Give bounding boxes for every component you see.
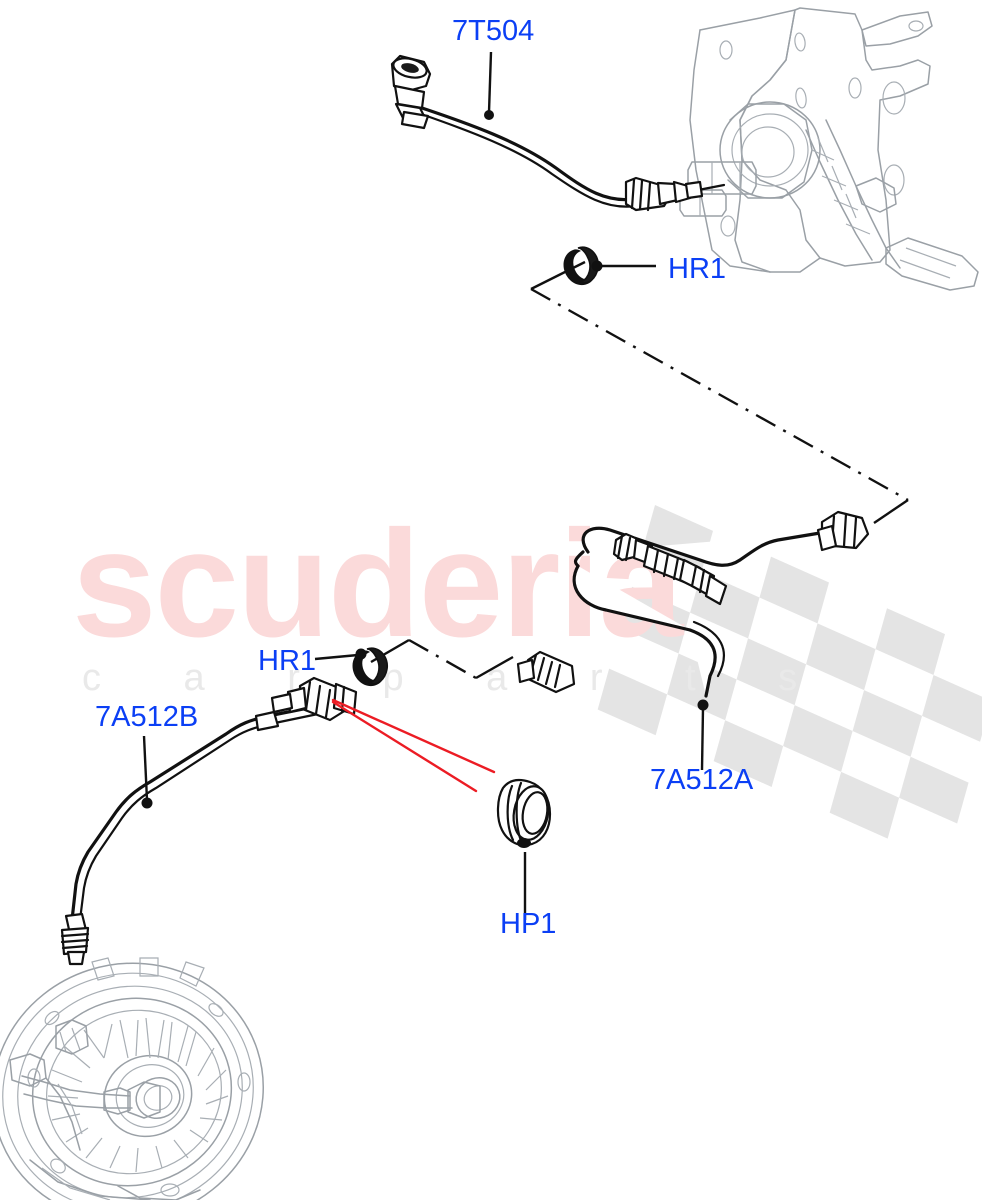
callout-label-hp1[interactable]: HP1 [500,908,556,940]
part-7a512a-hose [516,510,870,698]
callout-label-hr1-lower[interactable]: HR1 [258,645,316,677]
hose-end-fitting-7t504 [390,54,432,130]
hose-coupling-7t504 [624,176,692,212]
part-hp1-bush [496,778,552,848]
tube-end-fitting-7a512b [60,912,90,966]
callout-label-7a512a[interactable]: 7A512A [650,764,754,796]
callout-label-hr1-upper[interactable]: HR1 [668,253,726,285]
callout-label-7t504[interactable]: 7T504 [452,15,534,47]
red-reference-lines [331,698,496,793]
part-hr1-oring-upper [563,246,600,286]
checkered-flag-icon [597,505,982,839]
part-7t504-hose [390,54,726,212]
clutch-pedal-assembly-ghost [679,7,979,291]
watermark-tagline-text: c a r p a r t s [82,657,833,699]
inline-damper-7a512a [612,532,728,606]
callout-label-7a512b[interactable]: 7A512B [95,701,198,733]
callout-labels: 7T504 HR1 HR1 7A512B 7A512A HP1 [95,15,754,940]
hose-end-fitting-7a512a-right [816,510,870,552]
hose-sleeve-7a512a-left [516,650,576,694]
clutch-pressure-plate-ghost [0,957,265,1200]
leader-lines [141,51,709,920]
